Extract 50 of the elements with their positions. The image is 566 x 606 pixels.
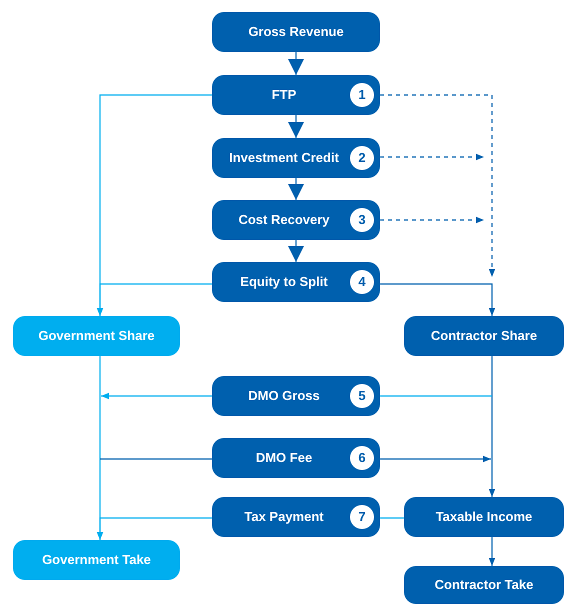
process-box [212, 497, 380, 537]
box-label: Gross Revenue [248, 23, 344, 42]
box-label: Government Share [38, 327, 155, 346]
arrow [380, 283, 496, 316]
step-number: 4 [350, 270, 374, 294]
process-box [212, 376, 380, 416]
process-box [212, 262, 380, 302]
arrow [380, 94, 496, 277]
process-box [404, 316, 564, 356]
flow-arrow [288, 52, 304, 75]
arrow [488, 356, 496, 497]
process-box [212, 138, 380, 178]
arrow [101, 392, 212, 400]
arrow [380, 456, 491, 462]
flow-arrow [288, 115, 304, 138]
box-label: Tax Payment [244, 508, 324, 526]
box-label: DMO Fee [256, 449, 312, 468]
process-box [212, 12, 380, 52]
step-number: 3 [350, 208, 374, 232]
flow-arrow [288, 178, 304, 200]
arrow [380, 216, 484, 224]
flow-arrow [288, 240, 304, 262]
step-number: 2 [350, 146, 374, 170]
connector-line [380, 517, 404, 519]
connector-line [380, 395, 492, 397]
step-number: 1 [350, 83, 374, 107]
step-number: 6 [350, 446, 374, 470]
arrow [380, 154, 484, 160]
process-box [404, 497, 564, 537]
box-label: Cost Recovery [238, 211, 330, 230]
process-box [212, 200, 380, 240]
box-label: Contractor Share [430, 327, 538, 346]
step-number: 5 [350, 384, 374, 408]
government-box [13, 316, 180, 356]
government-box [13, 540, 180, 580]
process-box [212, 75, 380, 115]
box-label: Government Take [42, 551, 151, 570]
box-label: Investment Credit [229, 149, 339, 168]
arrow [96, 283, 212, 316]
box-label: Contractor Take [434, 576, 534, 594]
arrow [96, 517, 212, 540]
box-label: Equity to Split [240, 273, 328, 292]
box-label: Taxable Income [436, 508, 532, 526]
process-box [404, 566, 564, 604]
step-number: 7 [350, 505, 374, 529]
box-label: FTP [272, 86, 296, 104]
process-box [212, 438, 380, 478]
arrow [488, 537, 496, 566]
connector-line [100, 458, 212, 460]
box-label: DMO Gross [248, 387, 320, 406]
